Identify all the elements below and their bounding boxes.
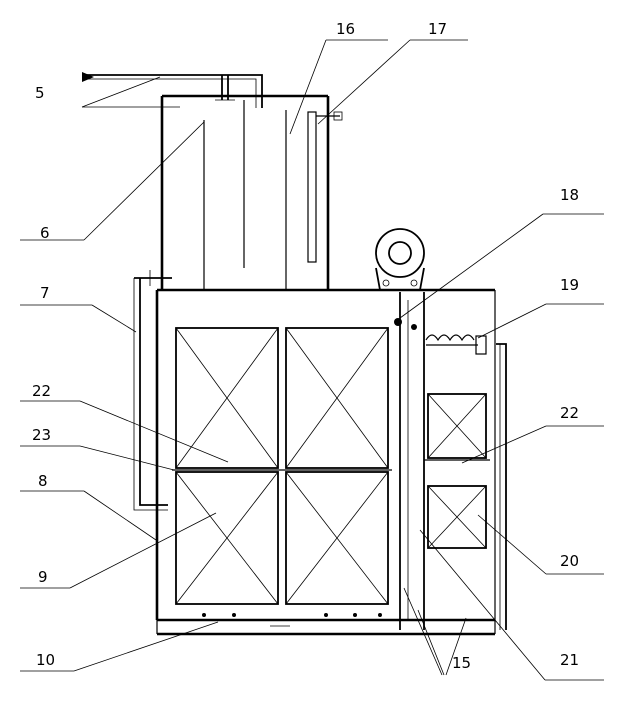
top-inlet-pipe [82,72,263,108]
label-22-right: 22 [560,404,579,422]
label-9: 9 [38,568,48,586]
main-body [155,288,496,636]
label-10: 10 [36,651,55,669]
label-15: 15 [452,654,471,672]
label-6: 6 [40,224,50,242]
part-labels: 5 6 7 22 23 8 9 10 15 16 17 18 19 22 20 … [32,20,579,672]
left-side-pipe [133,270,172,511]
upper-tower [160,94,343,290]
label-8: 8 [38,472,48,490]
right-compartment [424,334,507,630]
label-22-left: 22 [32,382,51,400]
fill-packs [172,327,392,605]
label-19: 19 [560,276,579,294]
central-column [394,292,425,630]
fan-unit [375,228,425,291]
label-20: 20 [560,552,579,570]
label-16: 16 [336,20,355,38]
base-nozzles [202,613,382,627]
label-5: 5 [35,84,45,102]
leader-lines [20,39,604,681]
label-17: 17 [428,20,447,38]
label-21: 21 [560,651,579,669]
label-18: 18 [560,186,579,204]
label-7: 7 [40,284,50,302]
label-23: 23 [32,426,51,444]
